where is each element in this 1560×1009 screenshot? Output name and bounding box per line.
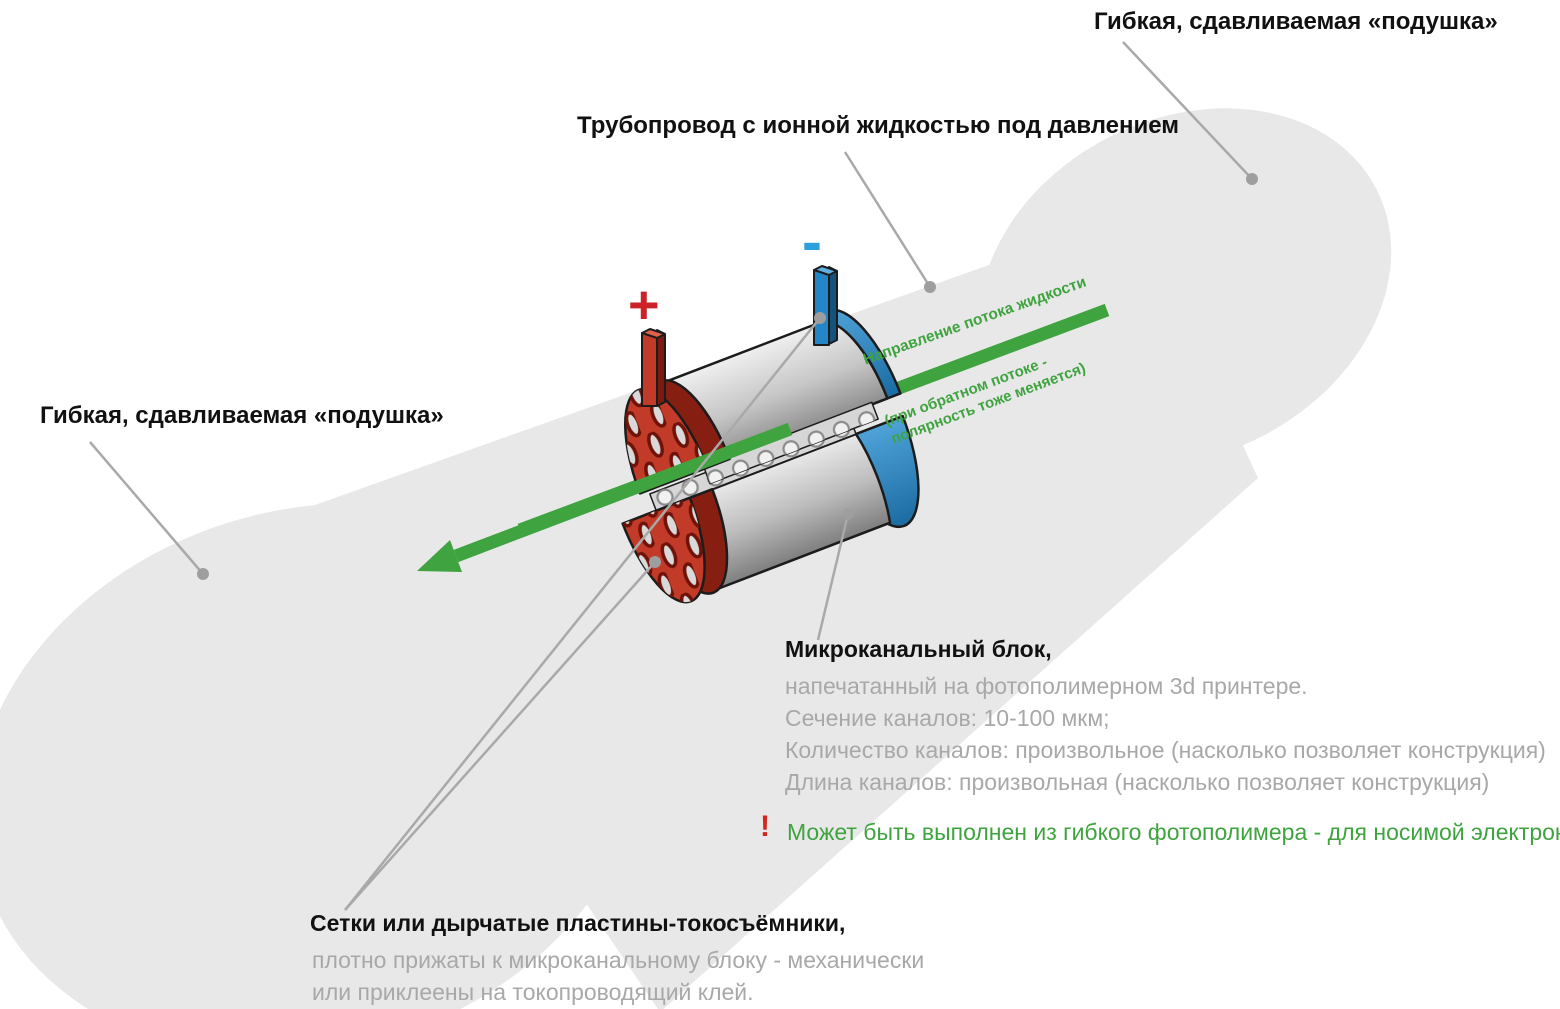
block-description: напечатанный на фотополимерном 3d принте… [785, 670, 1546, 798]
block-line-4: Длина каналов: произвольная (насколько п… [785, 769, 1490, 795]
block-line-2: Сечение каналов: 10-100 мкм; [785, 705, 1110, 731]
leader-dot [814, 312, 826, 324]
leader-dot [842, 508, 854, 520]
minus-symbol: - [802, 208, 822, 275]
pillow-shape [0, 108, 1392, 1009]
microchannels-top [703, 402, 879, 484]
flow-arrow [417, 422, 793, 572]
leader-grid-blue [344, 317, 821, 911]
flow-arrow-head [417, 540, 462, 572]
electrode-pin-negative [813, 265, 838, 346]
block-body-bottom [681, 432, 892, 591]
label-pipe: Трубопровод с ионной жидкостью под давле… [577, 112, 1180, 139]
leader-lines [89, 41, 1258, 911]
plus-symbol: + [628, 275, 660, 335]
label-pillow-left: Гибкая, сдавливаемая «подушка» [40, 402, 444, 429]
label-pillow-right: Гибкая, сдавливаемая «подушка» [1094, 8, 1498, 35]
leader-pillow-left [89, 441, 204, 575]
block-title: Микроканальный блок, [785, 636, 1052, 662]
grids-line-2: или приклеены на токопроводящий клей. [312, 979, 754, 1005]
flexible-polymer-note: Может быть выполнен из гибкого фотополим… [787, 819, 1560, 845]
grids-line-1: плотно прижаты к микроканальному блоку -… [312, 947, 925, 973]
electrode-pin-positive [641, 328, 666, 407]
leader-pillow-right [1122, 41, 1253, 180]
leader-dot [649, 556, 661, 568]
leader-pipe [843, 151, 932, 288]
grids-description: плотно прижаты к микроканальному блоку -… [312, 944, 924, 1008]
block-line-3: Количество каналов: произвольное (наскол… [785, 737, 1546, 763]
block-line-1: напечатанный на фотополимерном 3d принте… [785, 673, 1308, 699]
exclamation-mark: ! [760, 810, 770, 843]
grids-title: Сетки или дырчатые пластины-токосъёмники… [310, 910, 846, 936]
flow-arrow-shaft [453, 422, 793, 563]
pillow-band [315, 213, 1258, 1009]
leader-grid-red [344, 561, 656, 911]
leader-dot [197, 568, 209, 580]
leader-dot [924, 281, 936, 293]
leader-block [816, 513, 850, 641]
red-collector-holes-bottom [622, 497, 705, 603]
leader-dot [1246, 173, 1258, 185]
